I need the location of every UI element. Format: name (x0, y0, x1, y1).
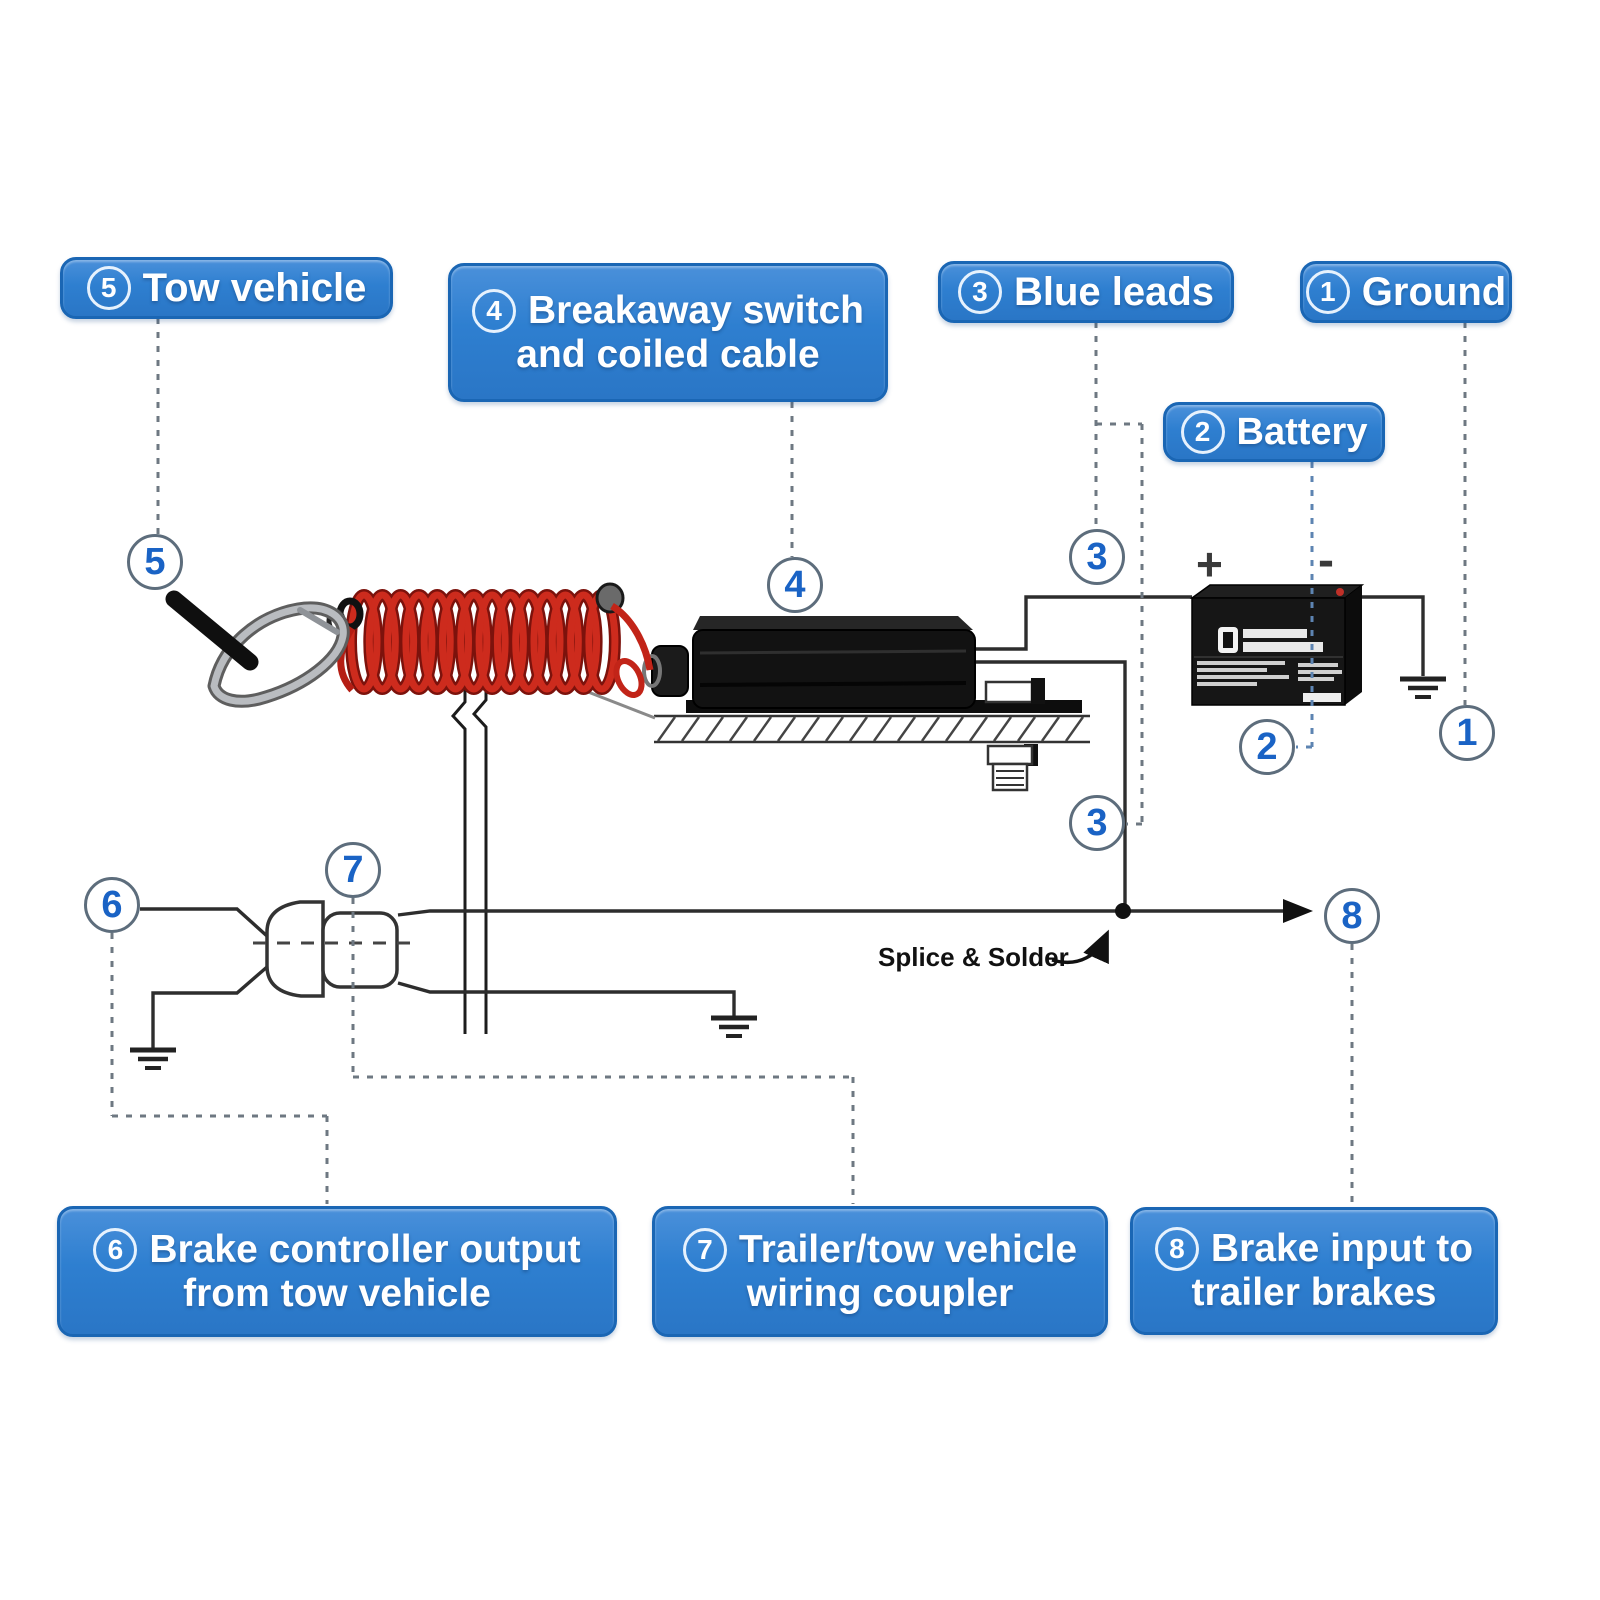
label-text: Tow vehicle (142, 265, 367, 310)
label-number-badge: 7 (682, 1227, 727, 1272)
callout-6: 6 (84, 877, 140, 933)
callout-4: 4 (767, 557, 823, 613)
carabiner-hook (165, 590, 350, 708)
callout-2: 2 (1239, 719, 1295, 775)
wire-battery-negative-to-ground (1352, 595, 1425, 676)
label-text: from tow vehicle (183, 1271, 491, 1315)
wire-switch-to-battery-positive (975, 595, 1192, 651)
wires (140, 595, 1425, 1048)
callout-8: 8 (1324, 888, 1380, 944)
label-number-badge: 8 (1154, 1227, 1199, 1272)
label-number-badge: 4 (471, 288, 516, 333)
wire-coupler-top-left (140, 907, 269, 938)
splice-junction-dot (1115, 903, 1131, 919)
callout-5: 5 (127, 534, 183, 590)
label-number-badge: 5 (86, 265, 131, 310)
leader-label3 (1094, 322, 1144, 826)
label-text: Blue leads (1013, 269, 1215, 314)
coil-end-hardware (326, 582, 654, 698)
wire-main-brake-line (397, 909, 1283, 917)
pin-lanyard (582, 688, 656, 720)
label-text: Brake input to (1210, 1227, 1474, 1271)
label-text: Ground (1361, 269, 1507, 314)
coiled-cable (345, 589, 621, 695)
wire-switch-to-splice (975, 660, 1127, 905)
label-battery: 2 Battery (1163, 402, 1385, 462)
label-number-badge: 6 (93, 1227, 138, 1272)
label-number-badge: 1 (1305, 269, 1350, 314)
splice-solder-text: Splice & Solder (878, 942, 1069, 972)
wiring-coupler-art (253, 900, 410, 998)
splice-pointer-arrow (1051, 929, 1109, 965)
leader-label6 (110, 933, 329, 1204)
wire-coupler-bottom-left-to-ground (151, 965, 269, 1048)
callout-3b: 3 (1069, 795, 1125, 851)
label-text: wiring coupler (746, 1271, 1014, 1315)
callout-1: 1 (1439, 705, 1495, 761)
label-text: Breakaway switch (527, 288, 864, 332)
callout-7: 7 (325, 842, 381, 898)
wire-coupler-bottom-right-to-ground (397, 981, 736, 1016)
breakaway-pin (165, 590, 259, 671)
ground-symbol-battery (1400, 676, 1446, 699)
mounting-bolt (984, 678, 1045, 792)
leader-label2 (1296, 462, 1314, 749)
battery-negative-sign: - (1318, 534, 1334, 587)
ground-symbol-coupler (130, 1047, 176, 1070)
label-text: Battery (1236, 410, 1368, 453)
label-number-badge: 2 (1180, 410, 1225, 454)
ground-symbol-trailer (711, 1015, 757, 1038)
switch-plunger (651, 645, 689, 697)
breakaway-switch-body (582, 616, 976, 720)
callout-3a: 3 (1069, 529, 1125, 585)
leader-lines (110, 318, 1467, 1205)
leader-label7 (351, 898, 855, 1204)
brake-line-arrowhead (1283, 899, 1313, 923)
label-text: Brake controller output (149, 1227, 581, 1271)
battery-art: + - (1189, 534, 1365, 706)
label-text: Trailer/tow vehicle (738, 1227, 1078, 1271)
label-text: and coiled cable (516, 332, 820, 376)
label-number-badge: 3 (957, 269, 1002, 314)
battery-positive-sign: + (1196, 538, 1223, 590)
label-text: trailer brakes (1191, 1271, 1437, 1315)
